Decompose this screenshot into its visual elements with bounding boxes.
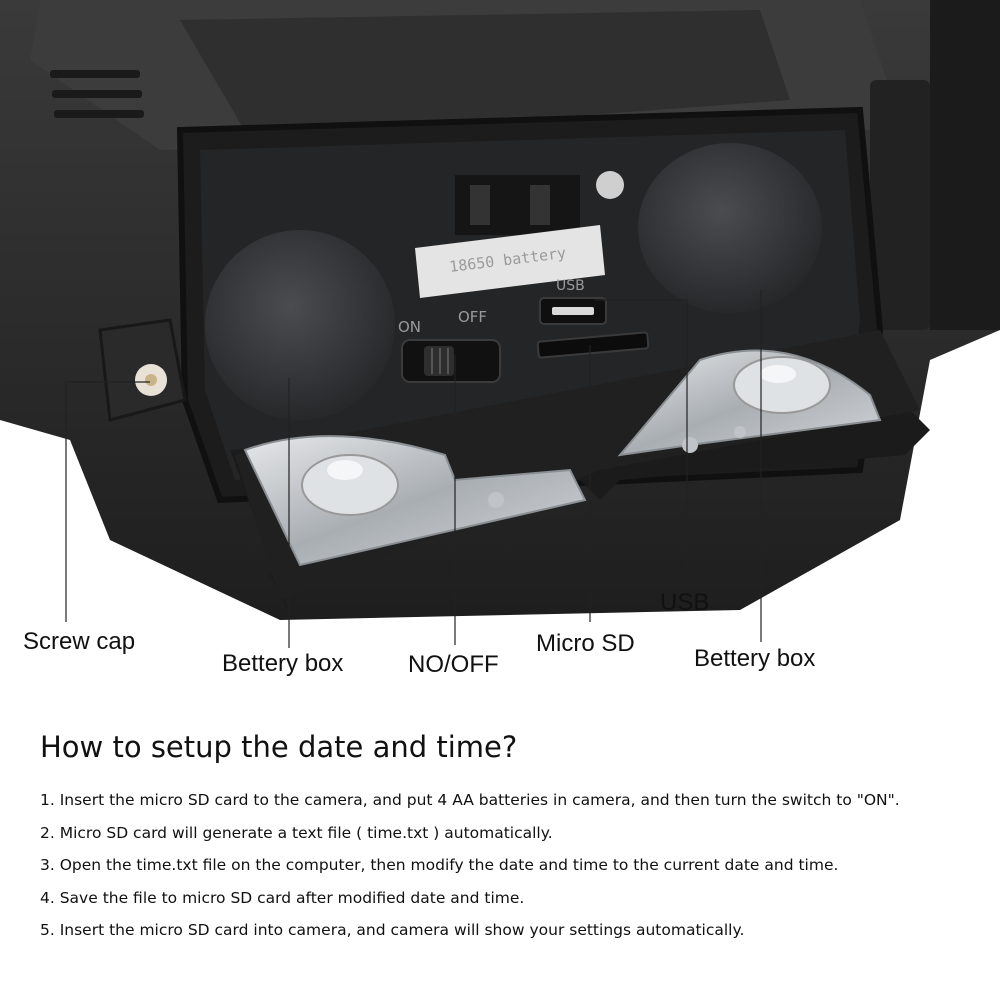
battery-slot-label-plate: 18650 battery xyxy=(415,225,605,298)
usb-port: USB xyxy=(539,278,607,325)
camera-battery-compartment-photo: 18650 battery USB ON OFF xyxy=(0,0,1000,648)
callout-battery-box-left: Bettery box xyxy=(222,650,344,677)
battery-cell-right xyxy=(638,143,822,313)
battery-lid xyxy=(230,330,930,615)
instruction-step-1: 1. Insert the micro SD card to the camer… xyxy=(40,791,900,809)
instruction-step-3: 3. Open the time.txt file on the compute… xyxy=(40,856,839,874)
screw-cap xyxy=(98,318,187,422)
instruction-step-2: 2. Micro SD card will generate a text fi… xyxy=(40,823,553,842)
power-switch: ON OFF xyxy=(398,308,501,383)
leader-line-usb xyxy=(595,299,688,580)
callout-usb: USB xyxy=(660,589,710,616)
instruction-step-5: 5. Insert the micro SD card into camera,… xyxy=(40,921,745,939)
instructions-heading: How to setup the date and time? xyxy=(40,730,518,764)
callout-screw-cap: Screw cap xyxy=(23,628,136,655)
callout-micro-sd: Micro SD xyxy=(536,630,635,657)
battery-cell-left xyxy=(205,230,395,420)
switch-off-label: OFF xyxy=(458,308,487,326)
usb-port-label: USB xyxy=(556,278,585,294)
callout-leader-lines xyxy=(65,290,762,648)
callout-battery-box-right: Bettery box xyxy=(694,645,816,672)
micro-sd-slot xyxy=(536,331,650,359)
instruction-step-4: 4. Save the file to micro SD card after … xyxy=(40,888,525,907)
leader-line-screw-cap xyxy=(65,381,150,622)
top-connector xyxy=(455,171,624,235)
switch-on-label: ON xyxy=(398,318,421,336)
instructions-list: 1. Insert the micro SD card to the camer… xyxy=(40,791,990,954)
callout-power-switch: NO/OFF xyxy=(408,651,499,678)
